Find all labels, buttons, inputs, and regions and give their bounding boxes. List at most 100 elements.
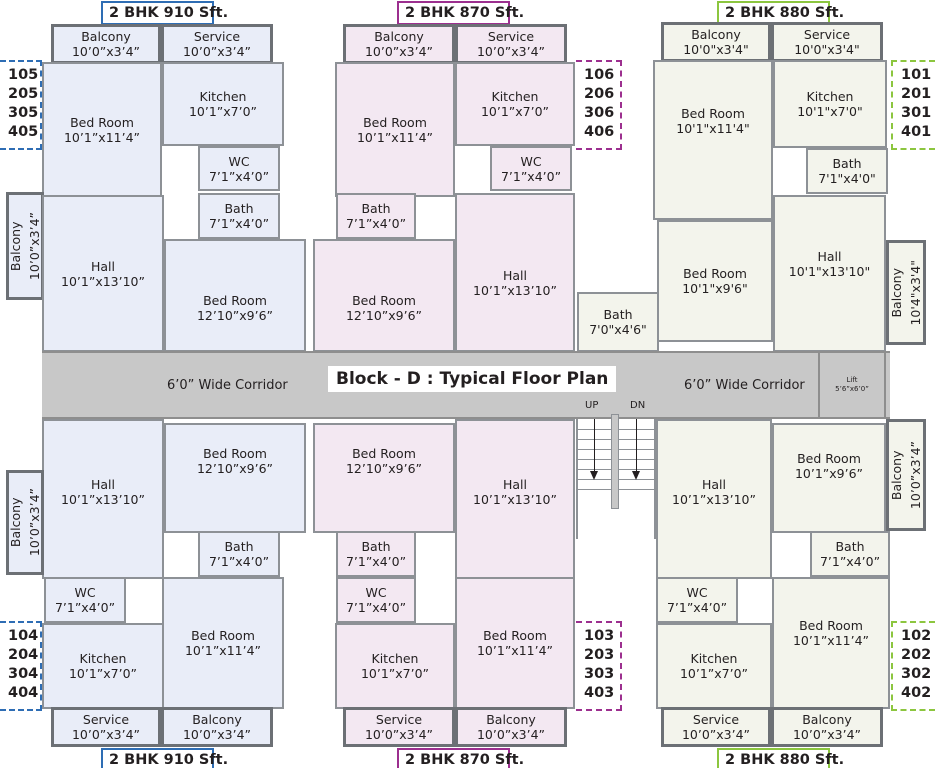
- up-arrow-icon: [594, 419, 595, 474]
- room-name: Bed Room: [797, 450, 861, 466]
- room-dims: 10'0"x3'4": [683, 42, 749, 57]
- unit-numbers-bottom-right: 102 202 302 402: [891, 621, 935, 711]
- room-kitchen: Kitchen 10’1”x7’0”: [455, 62, 575, 146]
- corridor-label-right: 6’0” Wide Corridor: [684, 378, 805, 393]
- stairs-down-label: DN: [630, 400, 646, 411]
- staircase[interactable]: [576, 414, 656, 539]
- room-dims: 10’0”x3’4”: [27, 211, 42, 281]
- unit-numbers-bottom-left: 104 204 304 404: [0, 621, 42, 711]
- room-bedroom: Bed Room 10’1”x11’4”: [42, 62, 162, 197]
- room-name: WC: [686, 585, 708, 600]
- room-dims: 10’1”x13’10”: [672, 491, 756, 507]
- room-dims: 10'1"x11'4": [676, 121, 750, 136]
- room-name: Balcony: [889, 450, 904, 500]
- room-dims: 7’1”x4’0”: [54, 600, 116, 615]
- room-name: Bed Room: [363, 114, 427, 130]
- room-dims: 10'1"x9'6": [682, 281, 748, 296]
- room-bath: Bath 7’1”x4’0”: [810, 531, 890, 577]
- room-hall: Hall 10'1"x13'10": [773, 195, 886, 352]
- unit-number: 406: [584, 124, 615, 140]
- room-name: Service: [375, 712, 423, 727]
- room-dims: 10'4"x3'4": [908, 259, 923, 326]
- unit-area-tag-top-right: 2 BHK 880 Sft.: [717, 1, 844, 25]
- room-name: Kitchen: [371, 651, 419, 666]
- room-name: Hall: [701, 476, 726, 492]
- room-name: Bath: [603, 307, 633, 322]
- room-name: Bath: [835, 539, 865, 554]
- room-name: Kitchen: [690, 651, 738, 666]
- unit-number: 101: [901, 67, 932, 83]
- room-dims: 10'1"x7'0": [797, 104, 863, 119]
- room-dims: 10’1”x11’4”: [184, 643, 261, 658]
- unit-number: 204: [8, 647, 39, 663]
- unit-number: 201: [901, 86, 932, 102]
- unit-number: 103: [584, 628, 615, 644]
- room-name: Bed Room: [70, 114, 134, 130]
- corridor-label-left: 6’0” Wide Corridor: [167, 378, 288, 393]
- room-bath: Bath 7’1”x4’0”: [336, 531, 416, 577]
- room-name: Kitchen: [79, 651, 127, 666]
- room-service: Service 10’0”x3’4”: [455, 24, 567, 64]
- room-dims: 10’0”x3’4”: [476, 44, 546, 59]
- unit-numbers-top-right: 101 201 301 401: [891, 60, 935, 150]
- room-balcony-side: Balcony 10'4"x3'4": [886, 240, 926, 345]
- unit-numbers-bottom-middle: 103 203 303 403: [576, 621, 622, 711]
- unit-number: 401: [901, 124, 932, 140]
- room-kitchen: Kitchen 10'1"x7'0": [773, 60, 887, 148]
- room-name: WC: [365, 585, 387, 600]
- room-bedroom: Bed Room 10’1”x11’4”: [455, 577, 575, 709]
- room-name: Bath: [361, 539, 391, 554]
- room-name: Hall: [90, 258, 115, 274]
- room-name: Service: [803, 27, 851, 42]
- unit-number: 105: [8, 67, 39, 83]
- room-dims: 10’1”x7’0”: [480, 104, 550, 119]
- room-wc: WC 7’1”x4’0”: [656, 577, 738, 623]
- room-balcony-side: Balcony 10’0”x3’4”: [6, 192, 44, 300]
- unit-number: 402: [901, 685, 932, 701]
- unit-area-tag-bottom-middle: 2 BHK 870 Sft.: [397, 748, 524, 768]
- room-dims: 7’1”x4’0”: [208, 168, 270, 184]
- unit-number: 206: [584, 86, 615, 102]
- room-name: Kitchen: [806, 89, 854, 104]
- room-dims: 10’0”x3’4”: [908, 440, 923, 510]
- room-name: Bed Room: [683, 266, 747, 281]
- room-wc: WC 7’1”x4’0”: [490, 146, 572, 191]
- room-dims: 7’1”x4’0”: [345, 216, 407, 231]
- room-name: Bath: [224, 539, 254, 554]
- room-dims: 10’1”x11’4”: [792, 633, 869, 648]
- room-label-vertical: Balcony 10’0”x3’4”: [6, 212, 44, 280]
- room-balcony: Balcony 10’0”x3’4”: [161, 707, 273, 747]
- unit-number: 104: [8, 628, 39, 644]
- room-balcony: Balcony 10’0”x3’4”: [455, 707, 567, 747]
- room-label-vertical: Balcony 10’0”x3’4”: [887, 441, 925, 509]
- unit-number: 205: [8, 86, 39, 102]
- room-kitchen: Kitchen 10’1”x7’0”: [656, 623, 772, 709]
- lift-dims: 5’6”x6’0”: [835, 385, 869, 393]
- room-name: Hall: [502, 476, 527, 492]
- room-service: Service 10'0"x3'4": [771, 22, 883, 62]
- room-dims: 10’0”x3’4”: [681, 727, 751, 742]
- room-dims: 10’0”x3’4”: [182, 44, 252, 59]
- room-name: WC: [74, 585, 96, 600]
- room-dims: 10’1”x11’4”: [63, 129, 140, 145]
- room-dims: 7'0"x4'6": [589, 322, 647, 337]
- unit-number: 304: [8, 666, 39, 682]
- room-dims: 7’1”x4’0”: [500, 168, 562, 184]
- room-label-vertical: Balcony 10'4"x3'4": [887, 260, 925, 326]
- room-name: Balcony: [8, 221, 23, 271]
- arrow-head-icon: [632, 471, 640, 480]
- room-bedroom-2: Bed Room 12’10”x9’6”: [164, 423, 306, 533]
- unit-number: 202: [901, 647, 932, 663]
- room-balcony: Balcony 10’0”x3’4”: [343, 24, 455, 64]
- room-dims: 10’1”x7’0”: [188, 104, 258, 119]
- room-dims: 10’1”x13’10”: [61, 273, 145, 289]
- room-common-bath: Bath 7'0"x4'6": [577, 292, 659, 352]
- unit-number: 305: [8, 105, 39, 121]
- room-service: Service 10’0”x3’4”: [161, 24, 273, 64]
- unit-number: 203: [584, 647, 615, 663]
- room-kitchen: Kitchen 10’1”x7’0”: [162, 62, 284, 146]
- room-dims: 12’10”x9’6”: [196, 308, 273, 323]
- room-kitchen: Kitchen 10’1”x7’0”: [335, 623, 455, 709]
- room-name: Bed Room: [799, 618, 863, 633]
- room-dims: 10’1”x9’6”: [794, 465, 864, 481]
